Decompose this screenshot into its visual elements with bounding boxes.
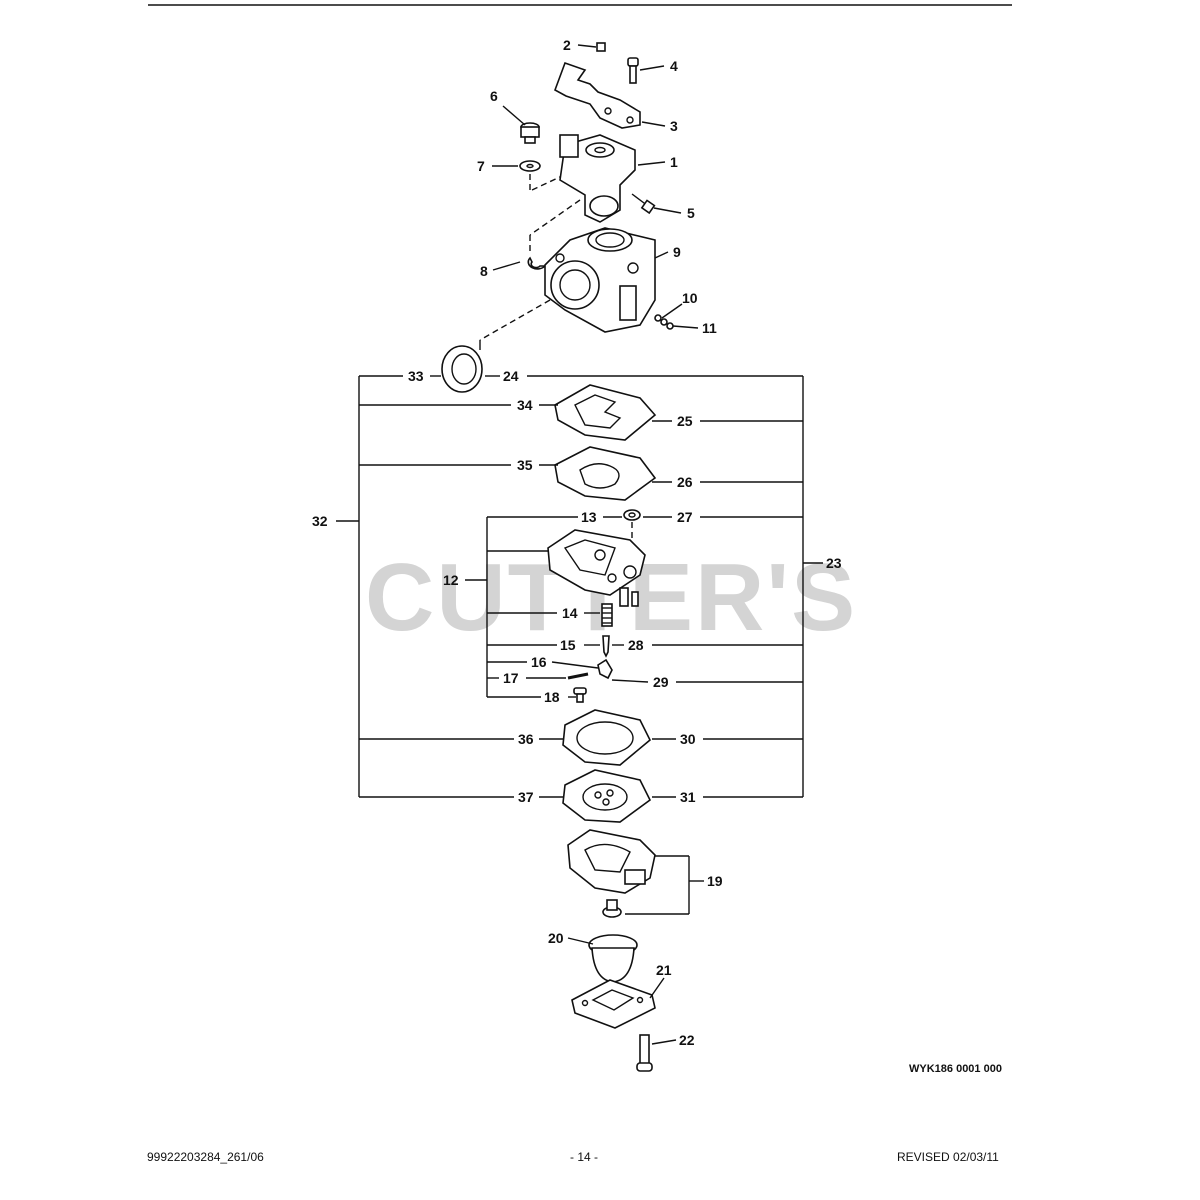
part-21-retainer <box>571 979 656 1029</box>
part-6-plug <box>520 122 540 144</box>
callout-labels: 1 2 3 4 5 6 7 8 9 10 11 12 13 14 15 16 1… <box>312 37 842 1048</box>
callout-7: 7 <box>477 158 485 174</box>
callout-37: 37 <box>518 789 534 805</box>
callout-34: 34 <box>517 397 533 413</box>
part-35-gasket <box>554 446 657 501</box>
footer-document-number: 99922203284_261/06 <box>147 1150 264 1164</box>
callout-8: 8 <box>480 263 488 279</box>
callout-3: 3 <box>670 118 678 134</box>
callout-6: 6 <box>490 88 498 104</box>
part-1-housing <box>559 134 636 223</box>
callout-29: 29 <box>653 674 669 690</box>
part-9-carburetor-body <box>544 227 656 333</box>
part-22-screw <box>636 1034 653 1072</box>
callout-14: 14 <box>562 605 578 621</box>
callout-32: 32 <box>312 513 328 529</box>
part-17-pin <box>567 672 589 680</box>
callout-4: 4 <box>670 58 678 74</box>
callout-18: 18 <box>544 689 560 705</box>
callout-11: 11 <box>702 320 717 336</box>
callout-2: 2 <box>563 37 571 53</box>
footer-revision: REVISED 02/03/11 <box>897 1150 999 1164</box>
callout-20: 20 <box>548 930 564 946</box>
callout-30: 30 <box>680 731 696 747</box>
callout-17: 17 <box>503 670 519 686</box>
callout-28: 28 <box>628 637 644 653</box>
part-5-screw <box>631 193 656 215</box>
part-14-spring <box>601 603 613 627</box>
callout-26: 26 <box>677 474 693 490</box>
part-34-gasket <box>554 384 657 441</box>
callout-25: 25 <box>677 413 693 429</box>
callout-1: 1 <box>670 154 678 170</box>
part-8-clip <box>527 256 547 270</box>
part-4-screw <box>627 57 639 84</box>
callout-21: 21 <box>656 962 672 978</box>
callout-19: 19 <box>707 873 723 889</box>
footer-page-number: - 14 - <box>570 1150 599 1164</box>
part-15-needle <box>602 635 610 658</box>
callout-33: 33 <box>408 368 424 384</box>
callout-35: 35 <box>517 457 533 473</box>
part-19-cover <box>567 829 656 894</box>
callout-24: 24 <box>503 368 519 384</box>
part-12-metering-body <box>547 529 646 607</box>
figure-id: WYK186 0001 000 <box>909 1063 1002 1075</box>
callout-23: 23 <box>826 555 842 571</box>
callout-22: 22 <box>679 1032 695 1048</box>
part-33-seal <box>441 345 483 393</box>
part-2-pin <box>596 42 606 52</box>
part-3-bracket <box>554 61 641 129</box>
part-7-washer <box>519 160 541 172</box>
callout-36: 36 <box>518 731 534 747</box>
part-16-lever <box>597 658 613 680</box>
part-36-gasket <box>562 709 651 766</box>
callout-27: 27 <box>677 509 693 525</box>
leader-lines <box>336 44 823 1045</box>
part-37-diaphragm <box>562 769 652 823</box>
part-20-primer-bulb <box>588 934 638 983</box>
callout-16: 16 <box>531 654 547 670</box>
callout-31: 31 <box>680 789 696 805</box>
callout-12: 12 <box>443 572 459 588</box>
part-10-11-screws <box>654 314 674 330</box>
part-18-screw <box>573 687 587 703</box>
callout-5: 5 <box>687 205 695 221</box>
callout-13: 13 <box>581 509 597 525</box>
callout-9: 9 <box>673 244 681 260</box>
callout-10: 10 <box>682 290 698 306</box>
part-19-check-valve <box>602 899 622 918</box>
part-27-seal <box>623 509 641 521</box>
callout-15: 15 <box>560 637 576 653</box>
